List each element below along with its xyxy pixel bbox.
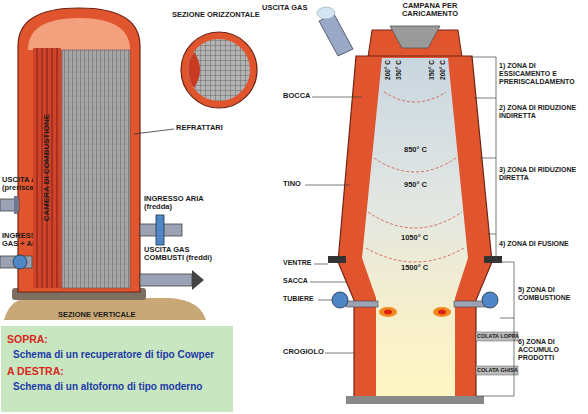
zone-label: 4) ZONA DI FUSIONE — [499, 240, 587, 248]
part-label: REFRATTARI — [176, 124, 223, 132]
cowper-dome — [28, 18, 130, 50]
part-label: SACCA — [283, 277, 308, 285]
zone-label: 1) ZONA DI ESSICAMENTO E PRERISCALDAMENT… — [499, 62, 587, 85]
checker-bricks — [62, 50, 130, 288]
section-shell — [181, 32, 257, 108]
caption-heading: SOPRA: — [7, 333, 227, 346]
isotherm — [384, 92, 446, 102]
slag-tap — [476, 332, 518, 341]
leader-line — [318, 300, 332, 301]
zone-bracket — [496, 57, 497, 262]
belt-band — [328, 256, 346, 263]
zone-line — [470, 57, 496, 58]
iron-tap — [476, 366, 518, 375]
temperature-label: 350° C — [395, 60, 402, 80]
caption-box: SOPRA: Schema di un recuperatore di tipo … — [1, 326, 233, 412]
zone-line — [476, 396, 514, 397]
temperature-label: 1500° C — [401, 264, 428, 272]
part-label: TINO — [283, 180, 301, 188]
zone-line — [488, 234, 496, 235]
pipe-flange — [14, 196, 18, 214]
section-chamber — [188, 52, 200, 88]
leader-line — [305, 185, 350, 186]
zone-line — [500, 318, 514, 319]
valve — [156, 215, 164, 245]
part-label: TUBIERE — [283, 295, 314, 303]
flow-label: USCITA GAS COMBUSTI (freddi) — [144, 246, 216, 263]
flame — [384, 310, 392, 315]
tap-label: COLATA LOPPA — [477, 333, 519, 339]
tuyere-ring — [482, 292, 498, 308]
flame — [379, 307, 397, 317]
temperature-label: 1050° C — [401, 234, 428, 242]
part-label: CAMPANA PER CARICAMENTO — [392, 2, 468, 19]
tuyere-pipe — [346, 301, 378, 307]
caption-heading: A DESTRA: — [7, 365, 227, 378]
zone-label: 3) ZONA DI RIDUZIONE DIRETTA — [499, 166, 587, 182]
caption-text: Schema di un recuperatore di tipo Cowper — [7, 349, 227, 362]
flame — [433, 307, 451, 317]
tuyere-pipe — [454, 301, 486, 307]
furnace-shell — [338, 56, 492, 398]
leader-lines — [305, 57, 514, 396]
valve — [13, 255, 27, 269]
flow-label: INGRESSO ARIA (fredda) — [144, 195, 204, 212]
gas-puff — [317, 7, 335, 19]
temperature-label: 950° C — [404, 181, 427, 189]
chamber-label: CAMERA DI COMBUSTIONE — [42, 114, 52, 221]
view-title: SEZIONE ORIZZONTALE — [172, 11, 260, 19]
zone-label: 5) ZONA DI COMBUSTIONE — [518, 286, 588, 302]
zone-label: 2) ZONA DI RIDUZIONE INDIRETTA — [499, 104, 587, 120]
part-label: CROGIOLO — [283, 348, 324, 356]
part-label: VENTRE — [283, 259, 311, 267]
flame — [438, 310, 446, 315]
temperature-label: 850° C — [404, 146, 427, 154]
combustion-chamber: CAMERA DI COMBUSTIONE — [33, 48, 61, 288]
gas-inlet-pipe — [0, 256, 32, 268]
gas-outlet-pipe — [319, 14, 353, 56]
section-checker — [188, 39, 250, 101]
leader-line — [314, 264, 328, 265]
view-title: SEZIONE VERTICALE — [58, 311, 136, 319]
zone-line — [480, 158, 496, 159]
leader-line — [310, 282, 346, 283]
cowper-shell — [18, 8, 140, 292]
flow-arrow — [192, 270, 204, 290]
zone-bracket — [514, 262, 515, 396]
leader-line — [325, 353, 354, 354]
leader-line — [134, 129, 174, 134]
furnace-interior — [362, 58, 468, 396]
temperature-label: 200° C — [439, 60, 446, 80]
zone-label: 6) ZONA DI ACCUMULO PRODOTTI — [518, 338, 588, 361]
isotherm — [374, 158, 456, 172]
temperature-label: 200° C — [384, 60, 391, 80]
flow-label: USCITA GAS — [262, 4, 307, 12]
furnace-base — [346, 396, 484, 404]
zone-line — [492, 262, 514, 263]
isotherm — [366, 248, 464, 262]
charging-bell — [390, 26, 440, 48]
tap-label: COLATA GHISA — [477, 367, 518, 373]
tuyere-ring — [332, 292, 348, 308]
zone-line — [474, 98, 496, 99]
temperature-label: 350° C — [428, 60, 435, 80]
leader-line — [312, 97, 362, 98]
part-label: BOCCA — [283, 92, 311, 100]
gas-outlet-pipe — [140, 274, 192, 286]
ground — [4, 298, 206, 320]
caption-text: Schema di un altoforno di tipo moderno — [7, 381, 227, 394]
isotherm — [368, 212, 462, 228]
